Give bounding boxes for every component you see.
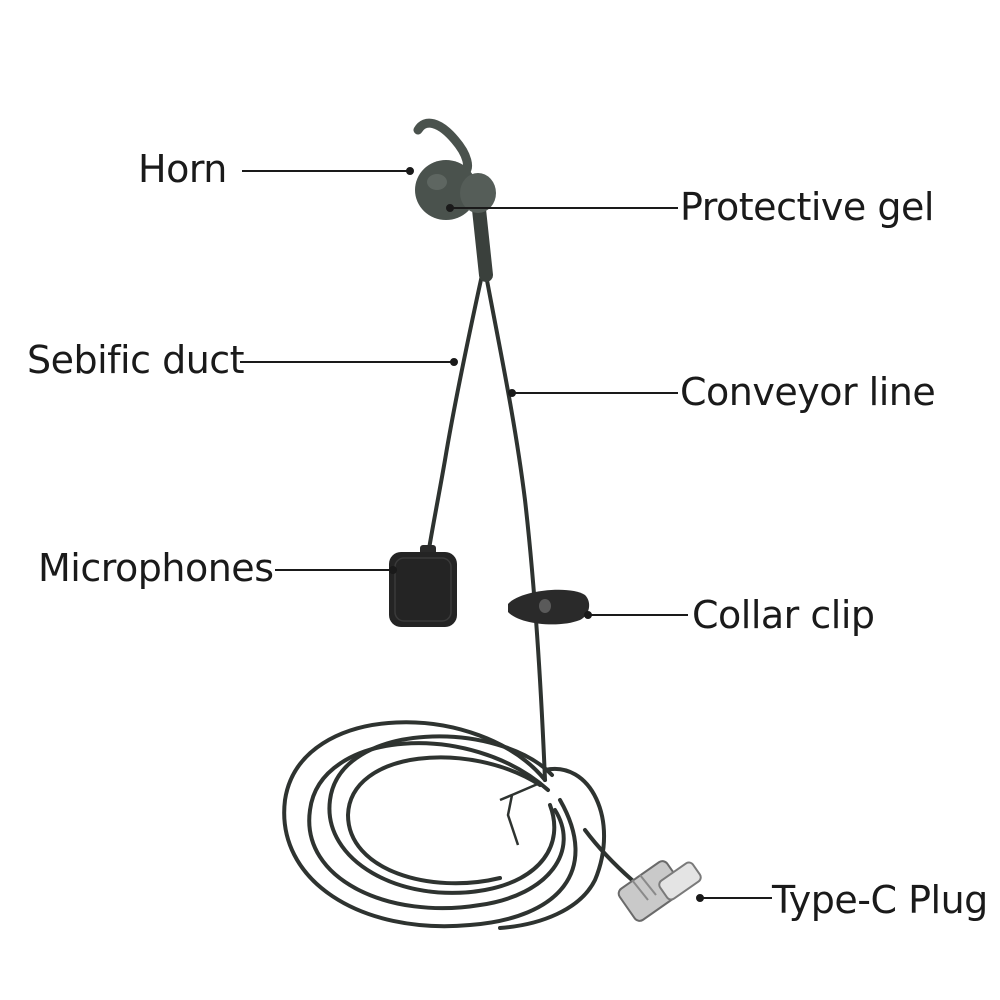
cable-tie <box>499 781 541 846</box>
collar-clip-icon <box>508 589 590 625</box>
type-c-plug-icon <box>617 860 702 922</box>
sebific-duct-cable <box>426 273 484 557</box>
collar-clip-label: Collar clip <box>692 593 875 637</box>
earpiece-icon <box>413 118 496 220</box>
sebific-duct-label: Sebific duct <box>27 338 245 382</box>
conveyor-line-cable <box>484 273 547 782</box>
horn-label: Horn <box>138 147 227 191</box>
coiled-cable <box>282 720 606 930</box>
leader-lines <box>240 167 772 902</box>
microphones-label: Microphones <box>38 546 274 590</box>
plug-cable <box>583 828 634 882</box>
microphone-foam-icon <box>389 545 457 627</box>
conveyor-line-label: Conveyor line <box>680 370 936 414</box>
protective-gel-label: Protective gel <box>680 185 934 229</box>
type-c-plug-label: Type-C Plug <box>772 878 988 922</box>
